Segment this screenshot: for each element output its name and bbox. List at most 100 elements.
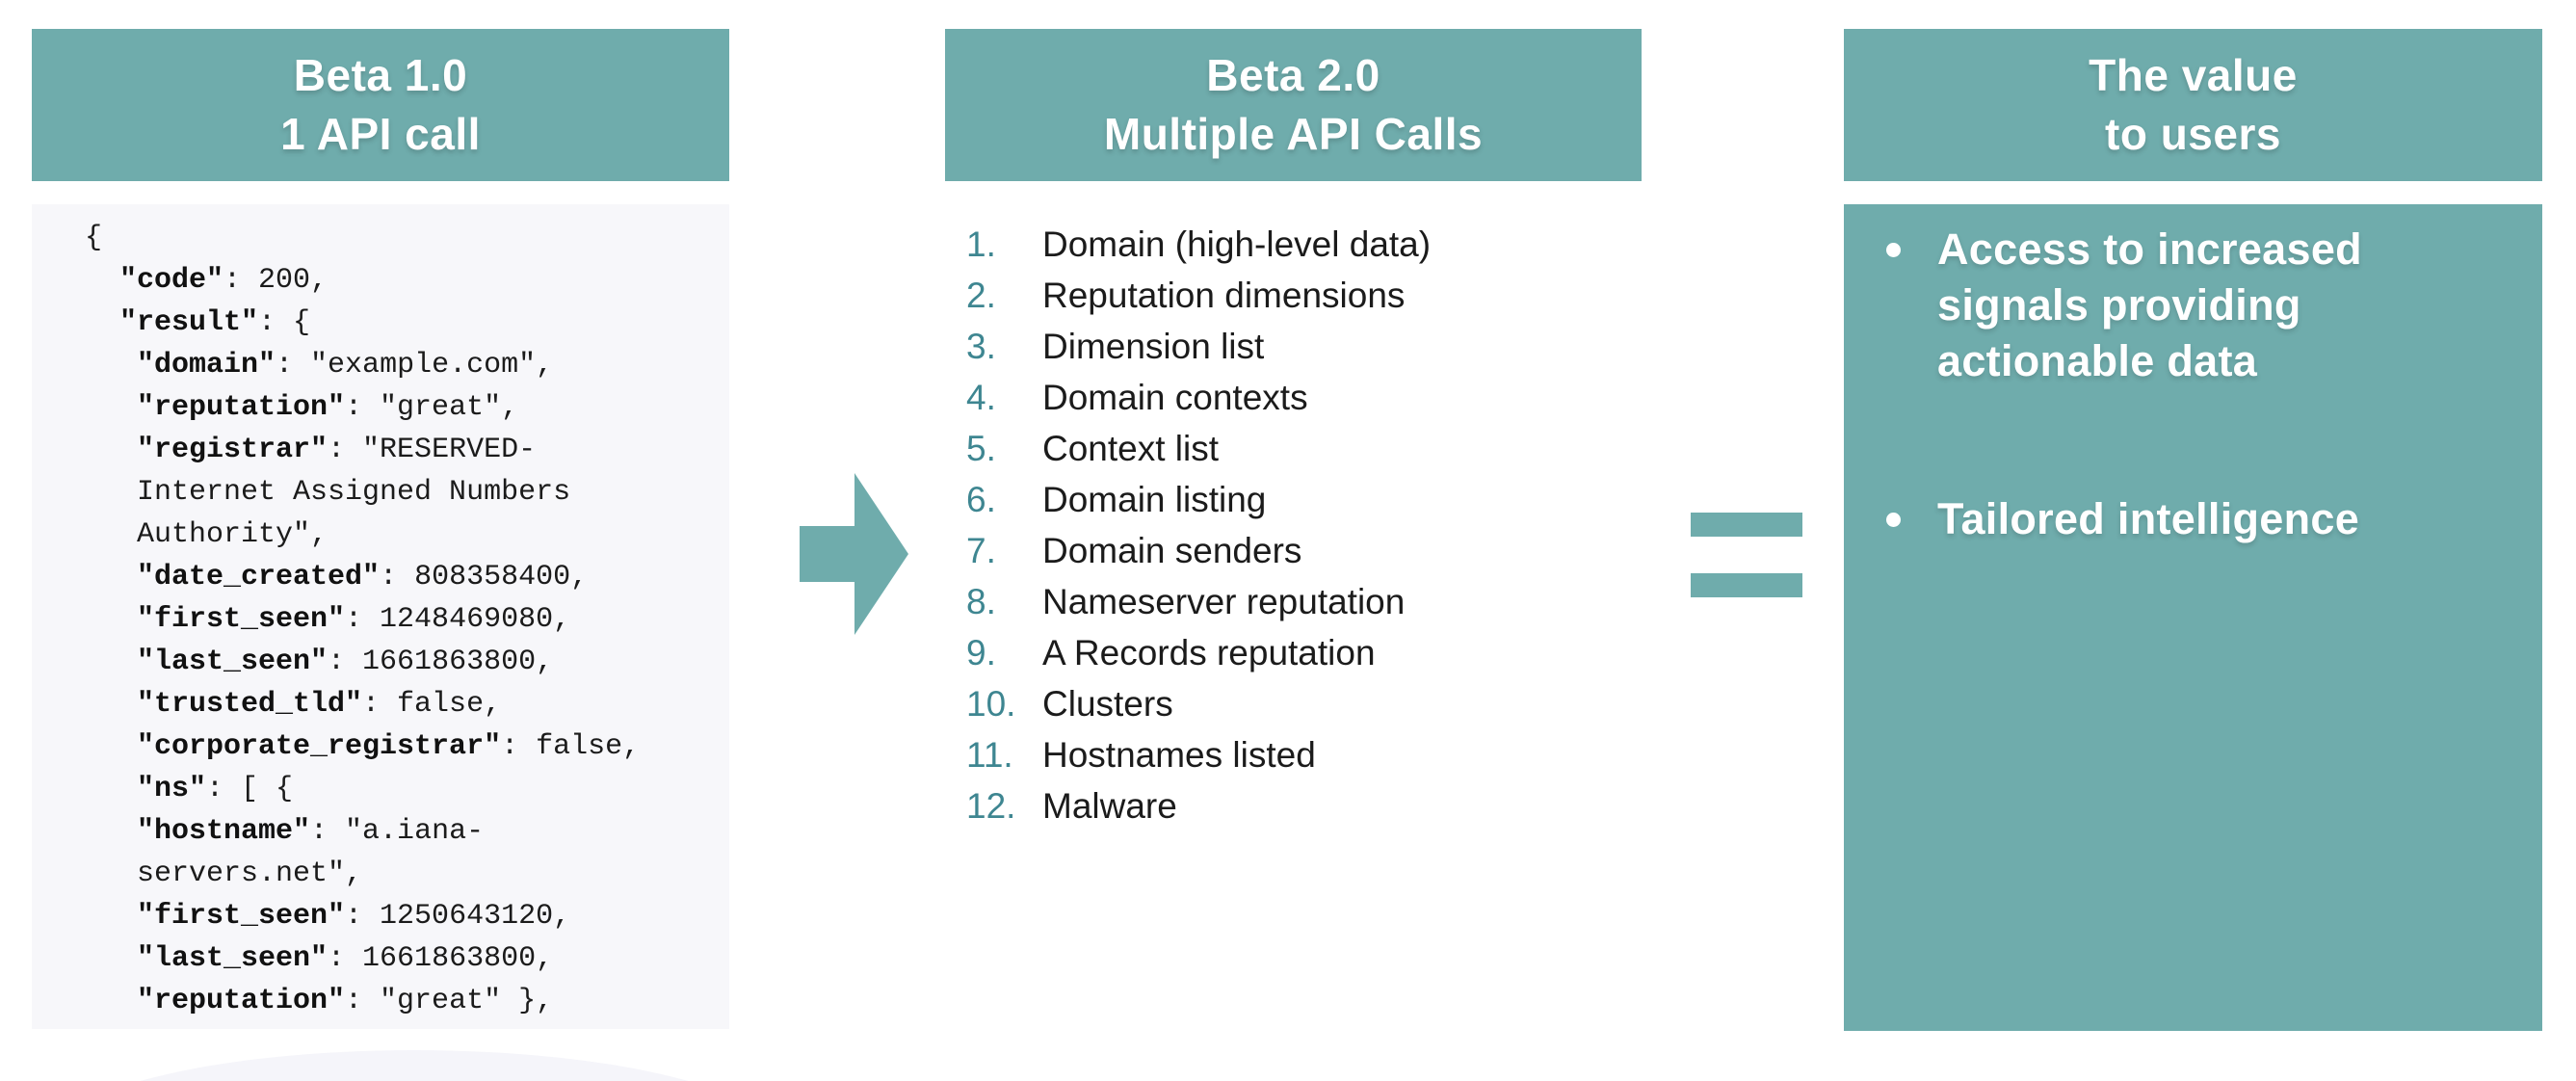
json-key: "hostname" [85,815,311,848]
bullet-dot-icon [1886,243,1901,257]
code-line: "trusted_tld": false, [85,683,729,725]
api-call-label: Clusters [1042,684,1173,724]
api-call-item: 10. Clusters [966,678,1602,729]
api-calls-list: 1. Domain (high-level data) 2. Reputation d… [966,219,1602,831]
code-line: "hostname": "a.iana- [85,810,729,853]
json-value: servers.net", [85,857,363,890]
api-call-item: 9.A Records reputation [966,627,1602,678]
api-call-label: Reputation dimensions [1042,276,1406,315]
json-value: : "great" }, [345,985,554,1017]
beta1-header-line2: 1 API call [280,109,481,159]
code-line: "reputation": "great", [85,386,729,429]
api-call-label: Context list [1042,429,1220,468]
value-bullet: Access to increased signals providing ac… [1844,222,2542,389]
api-call-item: 11.Hostnames listed [966,729,1602,780]
json-key: "date_created" [85,561,381,593]
code-line: "date_created": 808358400, [85,556,729,598]
code-line: { [85,217,729,259]
api-call-item: 1. Domain (high-level data) [966,219,1602,270]
json-value: : 1661863800, [328,942,554,975]
json-value: : false, [362,688,502,721]
json-value: : "a.iana- [310,815,485,848]
json-key: "corporate_registrar" [85,730,502,763]
api-call-number: 3. [966,327,996,366]
json-value: : 1248469080, [345,603,571,636]
code-line: servers.net", [85,853,729,895]
json-value: { [85,222,103,254]
value-header-line1: The value [2089,50,2298,100]
json-value: : [ { [206,773,294,805]
api-call-number: 6. [966,480,996,519]
json-key: "last_seen" [85,646,329,678]
code-line: "result": { [85,302,729,344]
api-call-item: 12. Malware [966,780,1602,831]
json-value: : 200, [223,264,329,297]
api-call-item: 4. Domain contexts [966,372,1602,423]
api-call-number: 7. [966,531,996,570]
json-key: "code" [85,264,224,297]
json-key: "reputation" [85,391,346,424]
beta2-header-line2: Multiple API Calls [1103,109,1484,159]
equals-bar-top [1691,513,1802,537]
code-line: Internet Assigned Numbers [85,471,729,514]
json-value: : 808358400, [380,561,589,593]
api-call-item: 2. Reputation dimensions [966,270,1602,321]
json-response-block: { "code": 200, "result": { "domain": "ex… [32,204,729,1029]
api-call-number: 11. [966,735,1013,775]
api-call-item: 3. Dimension list [966,321,1602,372]
value-to-users-box: Access to increased signals providing ac… [1844,204,2542,1031]
right-arrow-icon [800,473,908,635]
code-line: "first_seen": 1250643120, [85,895,729,937]
api-call-item: 7. Domain senders [966,525,1602,576]
api-call-label: A Records reputation [1042,633,1376,672]
json-key: "first_seen" [85,900,346,933]
code-line: "corporate_registrar": false, [85,725,729,768]
code-line: "last_seen": 1661863800, [85,937,729,980]
api-call-number: 4. [966,378,996,417]
value-bullet-text: Tailored intelligence [1937,494,2360,543]
bullet-dot-icon [1886,513,1901,527]
json-key: "domain" [85,349,276,382]
code-line: "code": 200, [85,259,729,302]
api-call-label: Dimension list [1042,327,1265,366]
equals-bar-bottom [1691,573,1802,597]
json-key: "registrar" [85,434,329,466]
code-line: "ns": [ { [85,768,729,810]
api-call-label: Domain senders [1042,531,1302,570]
code-line: "last_seen": 1661863800, [85,641,729,683]
api-call-item: 6.Domain listing [966,474,1602,525]
api-call-number: 8. [966,582,996,621]
value-header-line2: to users [2105,109,2281,159]
json-key: "result" [85,306,259,339]
json-key: "last_seen" [85,942,329,975]
equals-icon [1691,513,1802,597]
json-value: : false, [501,730,641,763]
api-call-label: Domain (high-level data) [1042,224,1432,264]
api-call-item: 8.Nameserver reputation [966,576,1602,627]
json-value: : "great", [345,391,519,424]
api-call-number: 10. [966,684,1016,724]
beta1-header: Beta 1.0 1 API call [32,29,729,181]
json-key: "first_seen" [85,603,346,636]
json-value: Internet Assigned Numbers [85,476,571,509]
json-key: "trusted_tld" [85,688,363,721]
api-call-number: 1. [966,224,996,264]
code-line: "first_seen": 1248469080, [85,598,729,641]
json-value: : { [258,306,311,339]
value-bullet-text: Access to increased signals providing ac… [1937,224,2362,385]
json-value: : 1661863800, [328,646,554,678]
api-call-label: Malware [1042,786,1177,826]
beta2-header: Beta 2.0 Multiple API Calls [945,29,1642,181]
beta2-header-line1: Beta 2.0 [1206,50,1380,100]
json-value: : "example.com", [276,349,554,382]
code-line: Authority", [85,514,729,556]
api-call-number: 5. [966,429,996,468]
api-call-label: Domain contexts [1042,378,1308,417]
code-line: "registrar": "RESERVED- [85,429,729,471]
api-call-number: 12. [966,786,1016,826]
api-call-number: 2. [966,276,996,315]
arrow-tail [800,526,855,582]
json-key: "reputation" [85,985,346,1017]
json-value: : 1250643120, [345,900,571,933]
